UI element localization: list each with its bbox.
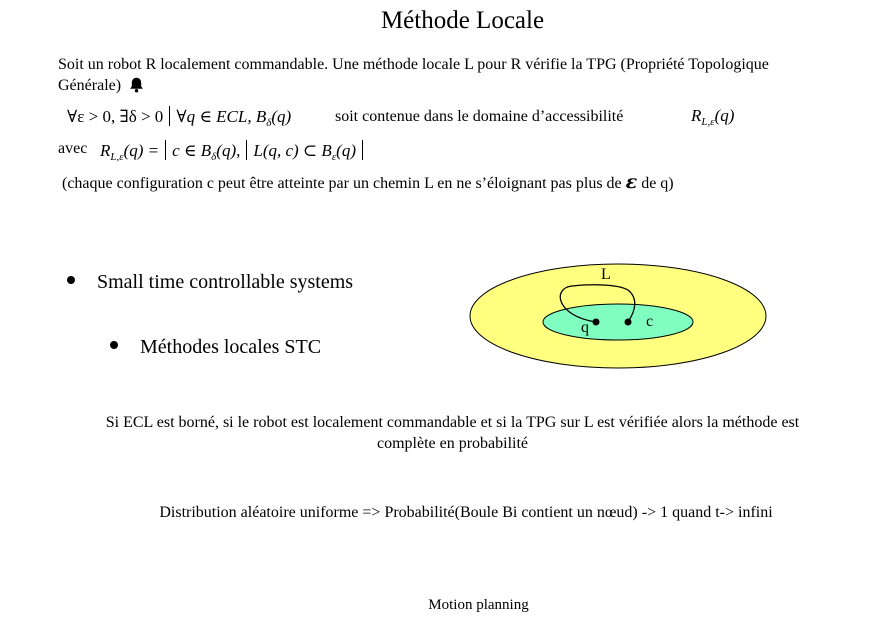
ball-argument: (q)	[271, 107, 292, 126]
formula-divider	[169, 106, 171, 126]
reach-r: R	[691, 106, 702, 125]
reach-argument: (q)	[714, 106, 735, 125]
label-q: q	[581, 319, 589, 336]
forall-q: ∀q ∈ ECL, B	[176, 107, 267, 126]
bullet-text: Small time controllable systems	[97, 271, 354, 293]
def-condition: L(q, c) ⊂ B	[253, 141, 332, 160]
bullet-item-2: Méthodes locales STC	[110, 336, 321, 359]
explanation-before: (chaque configuration c peut être attein…	[62, 175, 622, 192]
bullet-dot	[110, 341, 118, 349]
bullet-dot	[67, 276, 75, 284]
def-set-argument: (q),	[216, 141, 241, 160]
reach-set-symbol: RL,ε(q)	[691, 106, 734, 128]
intro-paragraph: Soit un robot R localement commandable. …	[58, 54, 818, 96]
avec-label: avec	[58, 140, 88, 157]
inner-ball	[542, 303, 694, 341]
footer-text: Motion planning	[428, 597, 529, 613]
explanation-line: (chaque configuration c peut être attein…	[62, 171, 674, 193]
def-condition-argument: (q)	[336, 141, 356, 160]
epsilon-symbol: ε	[625, 171, 638, 193]
set-bracket-left	[165, 140, 167, 160]
label-L: L	[601, 266, 611, 283]
set-separator	[246, 140, 248, 160]
def-condition-subscript: ε	[331, 151, 337, 163]
def-lhs-subscript: L,ε	[110, 151, 124, 163]
conclusion-text: Si ECL est borné, si le robot est locale…	[105, 414, 800, 452]
quantifiers: ∀ε > 0, ∃δ > 0	[67, 107, 164, 126]
set-bracket-right	[361, 140, 363, 160]
explanation-after: de q)	[641, 175, 674, 192]
def-set-subscript: δ	[211, 151, 217, 163]
path-L	[559, 284, 636, 323]
bullet-item-1: Small time controllable systems	[67, 271, 353, 294]
label-c: c	[646, 313, 653, 330]
reach-subscript: L,ε	[701, 116, 715, 128]
def-lhs: R	[100, 141, 111, 160]
contained-text: soit contenue dans le domaine d’accessib…	[335, 108, 624, 125]
def-lhs-argument: (q) =	[123, 141, 160, 160]
local-method-diagram: L c q	[469, 263, 767, 369]
bullet-text: Méthodes locales STC	[140, 336, 322, 358]
reach-set-definition: RL,ε(q) = c ∈ Bδ(q), L(q, c) ⊂ Bε(q)	[100, 140, 369, 163]
delta-subscript: δ	[266, 117, 272, 129]
point-c	[624, 318, 632, 326]
bell-icon	[130, 77, 143, 93]
distribution-text: Distribution aléatoire uniforme => Proba…	[159, 504, 773, 521]
intro-text: Soit un robot R localement commandable. …	[58, 56, 769, 94]
def-set: c ∈ B	[172, 141, 212, 160]
tpg-formula: ∀ε > 0, ∃δ > 0 ∀q ∈ ECL, Bδ(q)	[67, 106, 291, 129]
point-q	[592, 318, 600, 326]
slide-title: Méthode Locale	[380, 7, 545, 34]
